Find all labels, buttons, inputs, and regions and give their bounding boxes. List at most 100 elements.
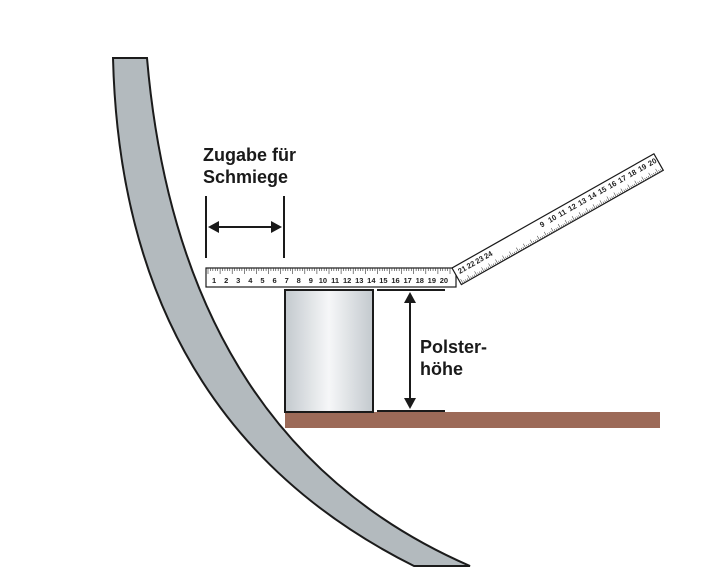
ruler-tick [632,184,634,188]
ruler-tick [620,188,624,194]
ruler-tick [481,267,485,272]
ruler-tick [488,263,492,268]
ruler-tick [576,216,579,219]
ruler-tick [585,211,587,214]
ruler-tick [625,188,627,192]
ruler-tick [467,275,471,280]
ruler-tick [648,172,652,178]
ruler-tick [527,243,530,247]
ruler-tick [616,193,619,197]
ruler-tick [611,196,614,199]
ruler-tick [465,279,467,282]
ruler-tick [477,272,479,275]
ruler-tick [473,274,476,277]
ruler-tick [466,278,469,281]
ruler-tick [606,199,608,202]
ruler-tick [560,225,563,228]
ruler-tick [491,264,493,267]
ruler-tick [508,254,511,258]
ruler-tick [597,204,600,207]
ruler-tick [479,271,481,274]
ruler-number: 1 [212,276,216,285]
ruler-number: 15 [379,276,387,285]
ruler-number: 19 [428,276,436,285]
zugabe-label-line2: Schmiege [203,167,289,187]
ruler-tick [651,173,654,177]
ruler-tick [583,212,586,215]
ruler-tick [509,251,513,257]
ruler-tick [623,189,626,193]
ruler-tick [585,208,589,213]
ruler-tick [564,219,568,225]
ruler-tick [588,209,591,212]
ruler-tick [618,192,620,196]
ruler-tick [555,228,558,231]
ruler-number: 20 [646,156,658,168]
ruler-tick [606,196,610,201]
ruler-tick [474,271,478,276]
ruler-tick [539,236,542,240]
ruler-number: 19 [636,162,648,174]
ruler-tick [534,239,537,243]
padding-block [284,289,374,413]
ruler-number: 9 [309,276,313,285]
ruler-tick [537,235,540,241]
ruler-number: 20 [440,276,448,285]
ruler-tick [569,220,572,223]
ruler-tick [562,224,565,227]
ruler-number: 16 [606,179,618,191]
horizontal-ruler-ticks [207,268,451,274]
ruler-tick [523,243,526,249]
ruler-tick [633,183,636,187]
ruler-number: 2 [224,276,228,285]
ruler-tick [634,180,638,186]
ruler-tick [557,223,561,229]
ruler-tick [644,177,647,181]
ruler-tick [574,217,577,220]
ruler-tick [571,219,573,222]
ruler-tick [548,232,551,235]
ruler-number: 18 [416,276,424,285]
ruler-tick [571,216,575,221]
ruler-number: 14 [367,276,376,285]
ruler-tick [530,239,533,245]
ruler-tick [512,252,514,256]
ruler-tick [654,171,657,175]
ruler-tick [599,203,601,206]
ruler-number: 13 [355,276,363,285]
ruler-tick [484,268,486,271]
ruler-number: 5 [260,276,264,285]
ruler-tick [487,266,490,269]
ruler-number: 21 [456,264,468,276]
ruler-tick [564,223,567,226]
zugabe-arrow-left [208,221,219,233]
ruler-tick [647,175,650,179]
ruler-number: 22 [465,259,477,271]
ruler-tick [472,275,474,278]
ruler-tick [463,280,466,283]
ruler-tick [498,260,500,263]
ruler-tick [630,185,633,189]
ruler-tick [506,255,509,259]
ruler-tick [581,213,584,216]
ruler-tick [492,263,495,266]
ruler-tick [578,212,582,217]
ruler-tick [501,258,504,262]
ruler-number: 15 [596,184,608,196]
ruler-tick [567,221,570,224]
ruler-number: 11 [557,207,568,219]
ruler-tick [578,215,580,218]
ruler-tick [513,251,516,255]
ruler-tick [627,184,631,190]
ruler-tick [522,246,525,250]
ruler-tick [460,279,464,284]
ruler-tick [599,200,603,205]
ruler-number: 7 [285,276,289,285]
ruler-number: 4 [248,276,253,285]
ruler-tick [526,244,528,248]
ruler-tick [602,201,605,204]
